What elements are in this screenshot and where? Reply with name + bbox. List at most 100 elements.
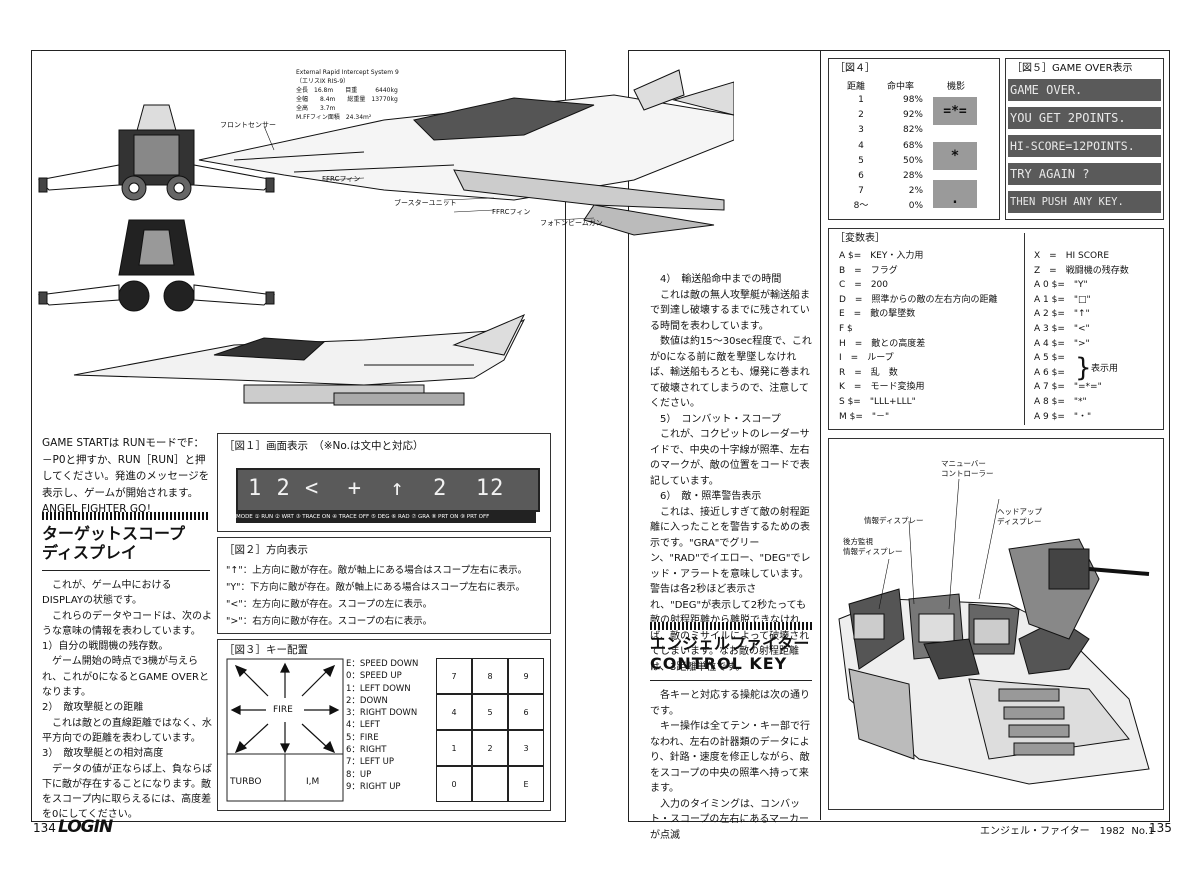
fig2-line: ">"：右方向に敵が存在。スコープの右に表示。	[226, 616, 433, 627]
fig4-distance: 4	[858, 140, 864, 151]
spec-line: （エリスⅨ RIS-9）	[296, 78, 350, 85]
fig5-line: THEN PUSH ANY KEY.	[1008, 191, 1161, 213]
middle-para: これは敵の無人攻撃艇が輸送船まで到達し破壊するまでに残されている時間を表わしてい…	[650, 289, 810, 332]
var-line: A 4 $= ">"	[1034, 338, 1090, 349]
fig4-distance: 3	[858, 125, 864, 136]
intro-paragraph: GAME STARTは RUNモードでF：－P0と押すか、RUN［RUN］と押し…	[42, 437, 210, 515]
var-line: A 6 $=	[1034, 367, 1065, 378]
fig4-hit-rate: 28%	[902, 171, 923, 182]
fig4-hit-rate: 2%	[908, 186, 923, 197]
heading-rule	[42, 512, 210, 520]
fig4-distance: 6	[858, 171, 864, 182]
photon-gun-label: フォトンビームガン	[540, 219, 603, 227]
keypad-key: 4	[436, 694, 472, 730]
var-line: A 5 $=	[1034, 353, 1065, 364]
intro-body-para: 3） 敵攻撃艇との相対高度	[42, 748, 164, 760]
fig3-direction-diagram	[226, 658, 344, 802]
key-line: 0：SPEED UP	[346, 671, 402, 682]
fig5-line: YOU GET 2POINTS.	[1008, 107, 1161, 129]
login-logo: LOGIN	[58, 817, 113, 837]
keypad-key: 7	[436, 658, 472, 694]
middle-para: 6） 敵・照準警告表示	[660, 491, 762, 502]
middle-para: これは、接近しすぎて敵の射程距離に入ったことを警告するための表示です。"GRA"…	[650, 506, 811, 673]
control-para: 入力のタイミングは、コンバット・スコープの左右にあるマーカーが点滅	[650, 798, 809, 841]
variable-table-box: ［変数表］ A $= KEY・入力用 B = フラグ C = 200 D = 照…	[828, 228, 1164, 430]
var-line: A 3 $= "<"	[1034, 323, 1090, 334]
fig4-header-hit-rate: 命中率	[887, 82, 915, 92]
intro-body-para: 1）自分の戦闘機の残存数。	[42, 641, 169, 653]
var-line: M $= "－"	[839, 411, 890, 422]
key-line: 7：LEFT UP	[346, 757, 394, 768]
keypad-key: 1	[436, 730, 472, 766]
control-heading-line2: CONTROL KEY	[650, 654, 788, 673]
fig4-hit-col: 98% 92% 82% 68% 50% 28% 2% 0%	[889, 93, 923, 215]
fig1-mode-bar: MODE ① RUN ② WRT ③ TRACE ON ④ TRACE OFF …	[236, 511, 536, 523]
middle-para: これが、コクピットのレーダーサイドで、中央の十字線が照準、左右のマークが、敵の位…	[650, 429, 810, 487]
middle-para: 5） コンバット・スコープ	[660, 413, 781, 425]
key-line: 4：LEFT	[346, 720, 380, 731]
ship-front-view	[37, 104, 276, 201]
key-line: 3：RIGHT DOWN	[346, 708, 418, 719]
control-heading-rule	[650, 622, 812, 630]
fig4-hit-rate: 98%	[902, 95, 923, 105]
var-line: H = 敵との高度差	[839, 338, 926, 349]
fig4-shape-2: *	[933, 142, 977, 170]
var-line: R = 乱 数	[839, 367, 898, 378]
key-line: 1：LEFT DOWN	[346, 683, 411, 694]
fig2-line: "↑"：上方向に敵が存在。敵が軸上にある場合はスコープ左右に表示。	[226, 565, 528, 576]
fig4-hit-rate: 0%	[908, 201, 923, 212]
var-line: Z = 戦闘機の残存数	[1034, 265, 1129, 276]
intro-body-para: データの値が正ならば上、負ならば下に敵が存在することになります。敵をスコープ内に…	[42, 763, 212, 821]
fig4-distance: 1	[858, 95, 864, 105]
fig2-lines: "↑"：上方向に敵が存在。敵が軸上にある場合はスコープ左右に表示。 "Y"：下方…	[226, 562, 527, 630]
keypad-key: 2	[472, 730, 508, 766]
var-line: A 8 $= "*"	[1034, 396, 1087, 407]
fig3-im-label: I,M	[306, 777, 320, 787]
key-line: 5：FIRE	[346, 732, 379, 743]
var-line: A $= KEY・入力用	[839, 251, 924, 261]
info-display-label: 情報ディスプレー	[864, 516, 924, 525]
vars-divider	[1024, 233, 1025, 425]
var-line: S $= "LLL+LLL"	[839, 396, 916, 407]
fig4-shape-3: .	[933, 180, 977, 208]
right-page-frame	[628, 50, 1170, 822]
var-line: I = ループ	[839, 353, 894, 364]
fig1-title: ［図１］画面表示 （※No.は文中と対応）	[224, 440, 424, 452]
intro-body-para: ゲーム開始の時点で3機が与えられ、これが0になるとGAME OVERとなります。	[42, 656, 209, 699]
control-para: 各キーと対応する操舵は次の通りです。	[650, 690, 810, 717]
fig4-shape-text: .	[950, 191, 960, 207]
ffrc-fin-label-2: FFRCフィン	[492, 208, 531, 216]
fig3-key-list: E：SPEED DOWN 0：SPEED UP 1：LEFT DOWN 2：DO…	[346, 658, 418, 793]
keypad-key: E	[508, 766, 544, 802]
fig3-box: ［図３］キー配置 FIRE TURBO I,M E：SPEED DOWN 0：S…	[217, 639, 551, 811]
spaceship-illustrations	[37, 69, 734, 406]
fig4-shape-1: =*=	[933, 97, 977, 125]
vars-title: ［変数表］	[835, 233, 885, 244]
ship-top-view	[198, 69, 734, 236]
var-line: E = 敵の撃墜数	[839, 309, 916, 320]
ffrc-fin-label: FFRCフィン	[322, 175, 361, 183]
var-line: F $	[839, 323, 853, 334]
vars-display-use: 表示用	[1091, 364, 1119, 374]
var-line: X = HI SCORE	[1034, 251, 1110, 261]
ship-side-view	[73, 314, 526, 406]
middle-para: 数値は約15～30sec程度で、これが0になる前に敵を撃墜しなければ、輸送船もろ…	[650, 336, 812, 409]
fig4-shape-text: *	[950, 148, 960, 164]
fig4-box: ［図４］ 距離 命中率 機影 1 2 3 4 5 6 7 8～ 98% 92% …	[828, 58, 1000, 220]
fig4-title: ［図４］	[835, 63, 875, 74]
control-body: 各キーと対応する操舵は次の通りです。 キー操作は全てテン・キー部で行なわれ、左右…	[650, 688, 812, 843]
control-heading-line1: エンジェルファイター	[650, 634, 810, 653]
intro-body-para: これは敵との直線距離ではなく、水平方向での距離を表わしています。	[42, 717, 212, 744]
booster-unit-label: ブースターユニット	[394, 199, 457, 207]
intro-body: これが、ゲーム中におけるDISPLAYの状態です。 これらのデータやコードは、次…	[42, 578, 212, 823]
footer-right-text: エンジェル・ファイター 1982 No.1	[980, 826, 1155, 837]
var-line: A 0 $= "Y"	[1034, 280, 1088, 291]
middle-divider	[820, 50, 821, 820]
keypad-key: 6	[508, 694, 544, 730]
fig5-line: GAME OVER.	[1008, 79, 1161, 101]
spec-line: 全幅 8.4m 総重量 13770kg	[296, 96, 398, 103]
fig1-box: ［図１］画面表示 （※No.は文中と対応） 1 2 < + ↑ 2 12 MOD…	[217, 433, 551, 532]
keypad-key: 0	[436, 766, 472, 802]
key-line: 8：UP	[346, 769, 372, 780]
fig5-title: ［図５］GAME OVER表示	[1012, 63, 1133, 74]
